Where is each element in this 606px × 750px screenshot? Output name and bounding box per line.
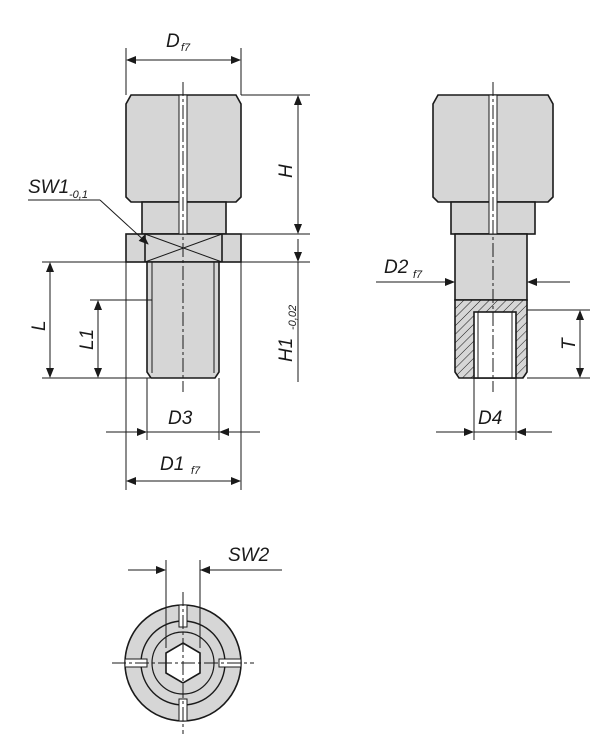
label-sw1: SW1 bbox=[28, 177, 69, 198]
label-d1-f7-sub: f7 bbox=[191, 465, 201, 477]
dimensions-end: SW2 bbox=[128, 545, 282, 648]
label-h1: H1 bbox=[276, 338, 297, 362]
label-sw1-sub: -0,1 bbox=[69, 189, 88, 201]
label-sw2: SW2 bbox=[228, 545, 270, 566]
label-d-f7: D bbox=[166, 31, 180, 52]
label-h1-sub: -0,02 bbox=[287, 305, 299, 330]
label-d3: D3 bbox=[168, 408, 193, 429]
label-h: H bbox=[276, 164, 297, 178]
bore bbox=[473, 311, 517, 379]
label-l: L bbox=[29, 320, 50, 331]
shank-body-right bbox=[454, 233, 528, 301]
label-d-f7-sub: f7 bbox=[181, 42, 191, 54]
label-t: T bbox=[559, 337, 580, 350]
side-view-left bbox=[125, 82, 242, 392]
label-d1-f7: D1 bbox=[160, 454, 184, 475]
dimensions-left: D f7 H H1 -0,02 SW1 -0,1 L L1 D3 bbox=[28, 31, 310, 490]
label-d4: D4 bbox=[478, 408, 502, 429]
label-l1: L1 bbox=[77, 329, 98, 350]
end-view bbox=[112, 592, 254, 734]
side-view-right bbox=[432, 82, 554, 392]
label-d2-f7-sub: f7 bbox=[413, 269, 423, 281]
dimensions-right: D2 f7 T D4 bbox=[376, 257, 590, 440]
label-d2-f7: D2 bbox=[384, 257, 409, 278]
